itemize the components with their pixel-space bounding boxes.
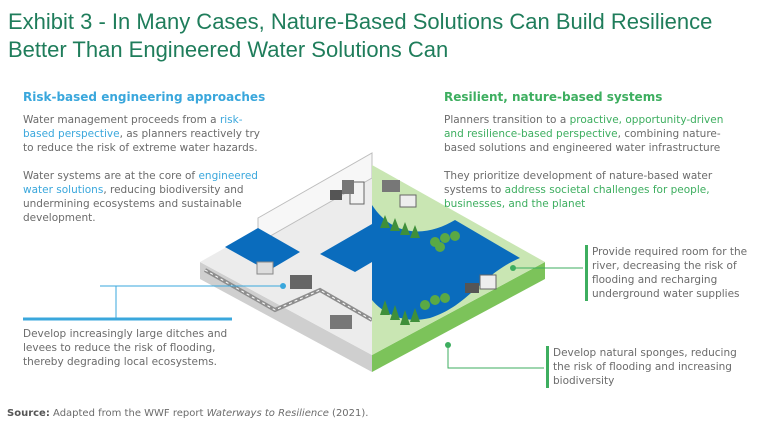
left-connector-dot: [280, 283, 286, 289]
right2-connector-line: [447, 345, 544, 369]
nature-house-2: [399, 194, 417, 208]
road: [204, 268, 373, 322]
building-house-2: [342, 180, 354, 194]
callout-natural-sponges: Develop natural sponges, reducing the ri…: [546, 346, 743, 388]
building-house-1: [330, 190, 342, 200]
engineered-channel-1: [225, 228, 300, 271]
callout-ditches-levees: Develop increasingly large ditches and l…: [23, 328, 228, 368]
nature-slab-side: [372, 262, 545, 372]
engineered-channel-2: [320, 224, 372, 272]
building-office: [290, 275, 312, 289]
tree-cluster: [380, 215, 460, 325]
nature-house-1: [382, 180, 400, 192]
building-factory: [330, 315, 352, 329]
source-note: Source: Adapted from the WWF report Wate…: [7, 408, 369, 419]
engineering-paragraph-1: Water management proceeds from a risk-ba…: [23, 114, 260, 154]
exhibit-title: Exhibit 3 - In Many Cases, Nature-Based …: [8, 9, 713, 62]
nature-paragraph-2: They prioritize development of nature-ba…: [444, 170, 713, 210]
nature-column: Resilient, nature-based systems Planners…: [444, 90, 734, 225]
engineering-column: Risk-based engineering approaches Water …: [23, 90, 273, 239]
nature-house-4: [479, 274, 497, 290]
nature-house-3: [465, 283, 479, 293]
building-plant: [256, 261, 274, 275]
nature-heading: Resilient, nature-based systems: [444, 90, 663, 104]
engineering-heading: Risk-based engineering approaches: [23, 90, 266, 104]
engineering-paragraph-2: Water systems are at the core of enginee…: [23, 170, 258, 224]
nature-paragraph-1: Planners transition to a proactive, oppo…: [444, 114, 724, 154]
callout-room-for-river: Provide required room for the river, dec…: [585, 245, 762, 301]
